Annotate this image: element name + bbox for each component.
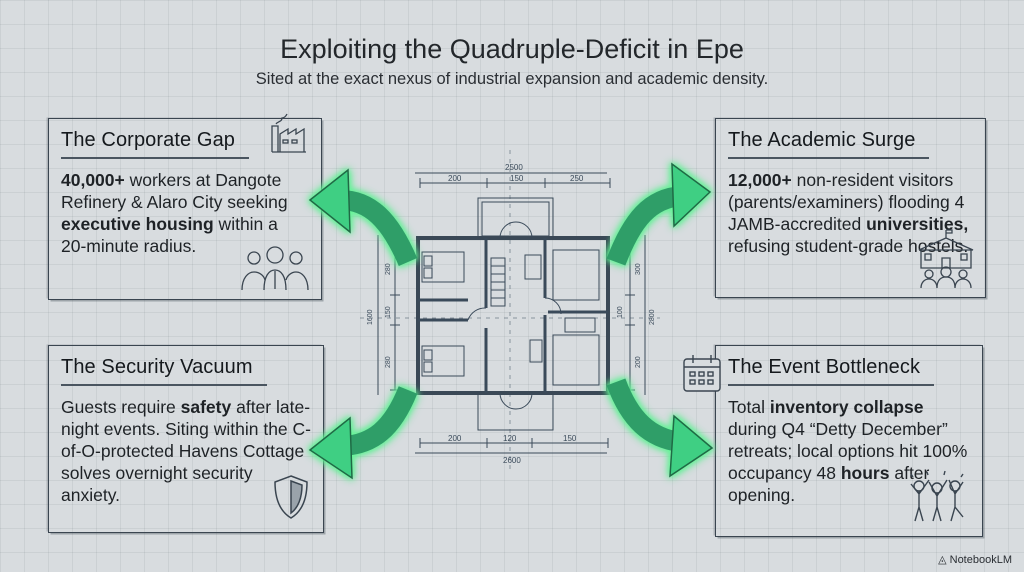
dim-left-2: 150 [385,306,392,318]
card-body: 12,000+ non-resident visitors (parents/e… [728,170,969,256]
dim-top-2: 150 [510,174,524,183]
card-body: 40,000+ workers at Dangote Refinery & Al… [61,170,288,256]
dim-bottom-3: 150 [563,434,577,443]
card-title: The Academic Surge [728,129,930,159]
calendar-icon [683,355,721,392]
factory-icon [271,113,306,153]
dim-right-total: 2800 [649,309,656,325]
card-title: The Security Vacuum [61,356,267,386]
floor-plan-sketch: 2500 200 150 250 200 120 150 2600 1600 2… [360,150,660,470]
page-subtitle: Sited at the exact nexus of industrial e… [255,70,769,88]
card-academic-surge: The Academic Surge 12,000+ non-resident … [715,118,986,298]
card-body: Total inventory collapse during Q4 “Dett… [728,397,968,505]
top-dimension-lines [415,172,611,188]
dim-bottom-1: 200 [448,434,462,443]
dim-top-1: 200 [448,174,462,183]
university-building-icon [918,229,974,289]
brand-watermark: ◬ NotebookLM [938,554,1012,566]
dim-bottom-total: 2600 [503,456,521,465]
card-title: The Corporate Gap [61,129,250,159]
card-title: The Event Bottleneck [728,356,935,386]
dim-right-1: 300 [635,263,642,275]
celebrating-people-icon [910,470,964,522]
dim-left-3: 280 [385,356,392,368]
dim-right-2: 100 [617,306,624,318]
dim-left-total: 1600 [367,309,374,325]
notebooklm-logo-icon: ◬ [938,554,950,566]
card-security-vacuum: The Security Vacuum Guests require safet… [48,345,324,533]
bottom-dimension-lines [415,438,609,454]
card-event-bottleneck: The Event Bottleneck Total inventory col… [715,345,983,537]
dim-top-total: 2500 [505,163,523,172]
shield-icon [274,475,308,519]
card-corporate-gap: The Corporate Gap 40,000+ workers at Dan… [48,118,322,300]
dim-right-3: 200 [635,356,642,368]
card-body: Guests require safety after late-night e… [61,397,311,505]
page-title: Exploiting the Quadruple-Deficit in Epe [280,34,744,64]
dim-top-3: 250 [570,174,584,183]
dim-left-1: 280 [385,263,392,275]
right-dimension-lines [625,235,646,395]
business-people-icon [241,246,309,291]
